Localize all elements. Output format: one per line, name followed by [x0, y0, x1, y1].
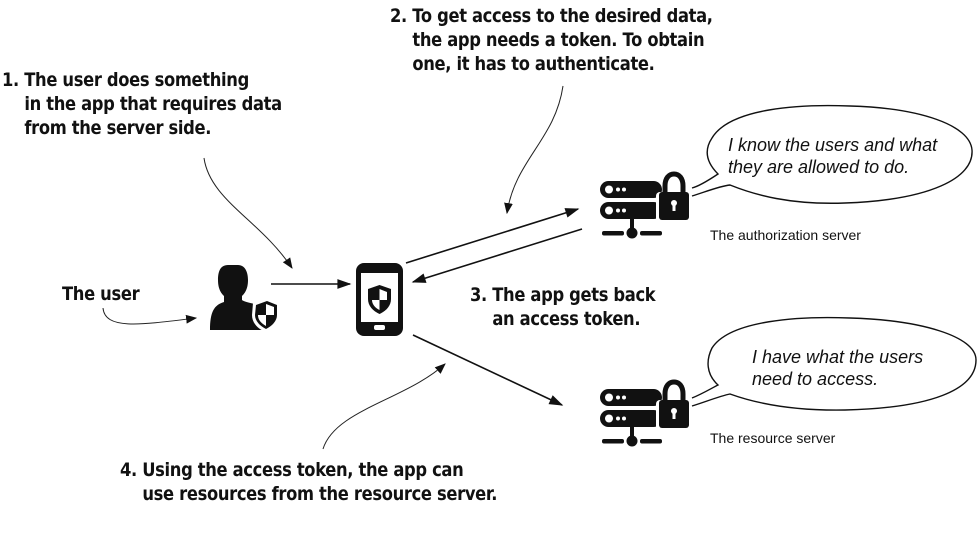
step-3-line-1: 3. The app gets back — [470, 284, 656, 306]
authorization-server-label: The authorization server — [710, 227, 861, 243]
step-1-line-1: 1. The user does something — [2, 69, 249, 91]
resource-server-icon — [600, 379, 692, 447]
step-2-number: 2. — [390, 5, 407, 27]
step-4-callout: 4. Using the access token, the app can u… — [120, 458, 497, 506]
resource-server-speech-line-2: need to access. — [752, 369, 879, 389]
step-2-line-3: one, it has to authenticate. — [412, 53, 655, 75]
authorization-server-icon — [600, 171, 692, 239]
resource-server-speech-bubble — [691, 316, 977, 411]
arrow-app-to-resource-server — [412, 334, 564, 406]
auth-server-speech-line-1: I know the users and what — [728, 135, 938, 155]
step-4-line-1: 4. Using the access token, the app can — [120, 459, 464, 481]
user-label: The user — [62, 283, 140, 305]
callout-2-pointer — [504, 85, 564, 215]
auth-server-speech: I know the users and what they are allow… — [728, 134, 937, 178]
step-4-number: 4. — [120, 459, 137, 481]
step-1-callout: 1. The user does something in the app th… — [2, 68, 282, 140]
user-shield-icon — [210, 265, 280, 332]
step-3-number: 3. — [470, 284, 487, 306]
step-1-number: 1. — [2, 69, 19, 91]
step-4-line-2: use resources from the resource server. — [142, 483, 498, 505]
step-2-line-2: the app needs a token. To obtain — [412, 29, 705, 51]
step-3-line-2: an access token. — [492, 308, 641, 330]
resource-server-speech-line-1: I have what the users — [752, 347, 924, 367]
auth-server-speech-bubble — [691, 104, 973, 204]
arrow-app-to-auth-server — [405, 208, 580, 264]
step-1-line-3: from the server side. — [24, 117, 212, 139]
step-3-callout: 3. The app gets back an access token. — [470, 283, 656, 331]
step-2-line-1: 2. To get access to the desired data, — [390, 5, 713, 27]
smartphone-shield-icon — [356, 263, 403, 336]
arrow-auth-server-to-app — [411, 228, 583, 283]
user-label-pointer — [102, 307, 198, 325]
step-1-line-2: in the app that requires data — [24, 93, 282, 115]
resource-server-speech: I have what the users need to access. — [752, 346, 923, 390]
callout-1-pointer — [203, 157, 293, 269]
resource-server-label: The resource server — [710, 430, 836, 446]
auth-server-speech-line-2: they are allowed to do. — [728, 157, 910, 177]
callout-4-pointer — [322, 363, 446, 450]
step-2-callout: 2. To get access to the desired data, th… — [390, 4, 713, 76]
